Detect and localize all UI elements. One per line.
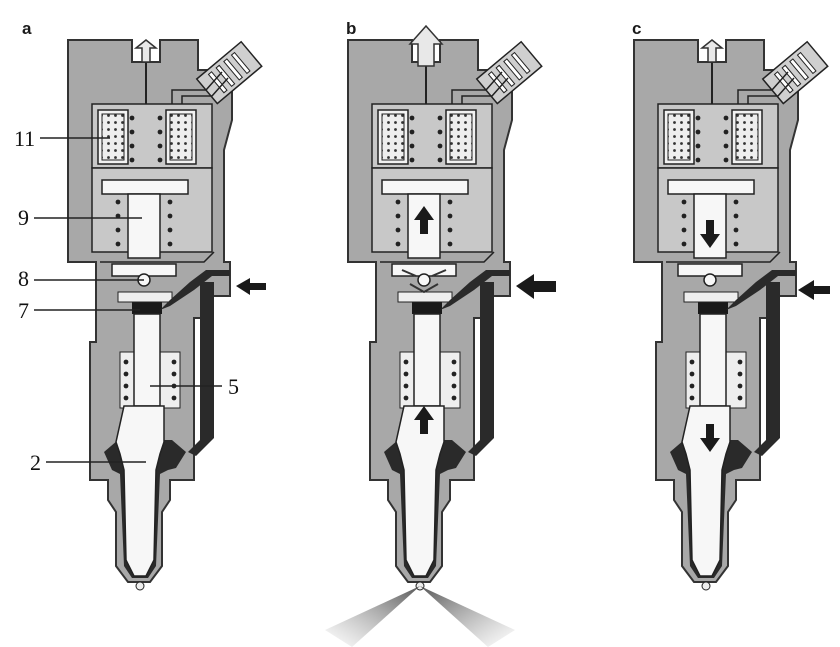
callout-2: 2 <box>30 450 146 475</box>
callout-5: 5 <box>150 374 239 399</box>
spray-right <box>420 586 515 647</box>
fuel-inlet-arrow <box>236 278 266 295</box>
panel-letter-b: b <box>346 19 356 38</box>
needle-up-arrow <box>414 406 434 434</box>
callout-7: 7 <box>18 298 140 323</box>
armature-up-arrow <box>414 206 434 234</box>
callout-number: 5 <box>228 374 239 399</box>
callout-9: 9 <box>18 205 142 230</box>
needle-down-arrow <box>700 424 720 452</box>
valve-flow-arrows <box>401 269 447 294</box>
fuel-return-arrow <box>133 39 159 63</box>
fuel-return-arrow <box>699 39 725 63</box>
fuel-inlet-arrow <box>516 274 556 299</box>
panel-b: b <box>325 19 556 647</box>
callout-8: 8 <box>18 266 144 291</box>
spray-left <box>325 586 420 647</box>
panel-letter-c: c <box>632 19 641 38</box>
callout-number: 2 <box>30 450 41 475</box>
panel-letter-a: a <box>22 19 32 38</box>
fuel-return-arrow <box>408 24 444 67</box>
callout-11: 11 <box>14 126 110 151</box>
callout-number: 9 <box>18 205 29 230</box>
panel-c: c <box>632 19 830 591</box>
panel-a: a 11 9 8 7 5 2 <box>14 19 266 591</box>
fuel-inlet-arrow <box>798 280 830 300</box>
callout-number: 8 <box>18 266 29 291</box>
armature-down-arrow <box>700 220 720 248</box>
callout-number: 11 <box>14 126 35 151</box>
callout-number: 7 <box>18 298 29 323</box>
